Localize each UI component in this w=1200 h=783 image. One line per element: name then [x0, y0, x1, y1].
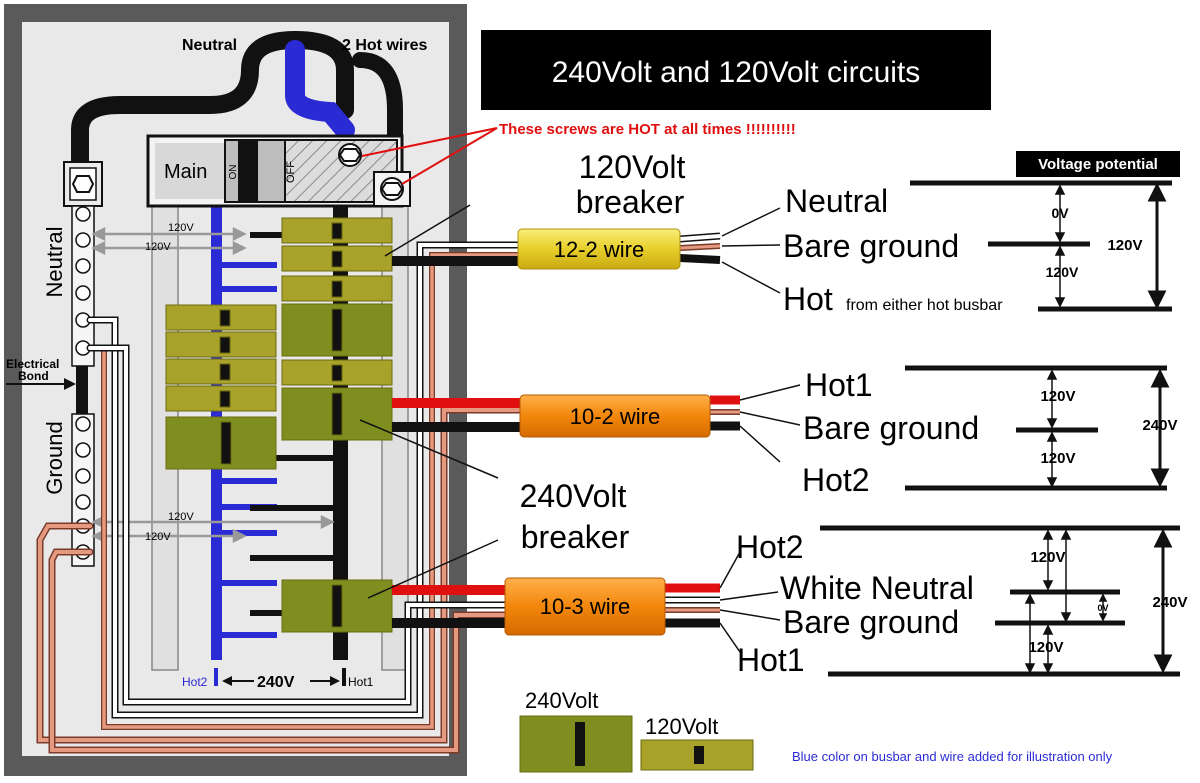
cable-10-2: 10-2 wire — [519, 394, 711, 438]
c1-v120-total: 120V — [1107, 237, 1142, 254]
callout-240v-breaker: 240Volt breaker — [359, 419, 630, 599]
callout-120v-line1: 120Volt — [579, 149, 686, 185]
cable-12-2-label: 12-2 wire — [554, 237, 644, 262]
callout-240v-line1: 240Volt — [520, 478, 627, 514]
cable-10-3-label: 10-3 wire — [540, 594, 630, 619]
neutral-bar: Neutral — [42, 161, 103, 367]
cable-10-2-label: 10-2 wire — [570, 404, 660, 429]
breaker-120v — [281, 275, 393, 302]
c1-v0: 0V — [1051, 205, 1069, 221]
breaker-120v — [165, 304, 277, 331]
voltage-potential-header: Voltage potential — [1038, 156, 1158, 173]
warning-callout: These screws are HOT at all times !!!!!!… — [361, 121, 796, 185]
circuit-12-2-diagram: Neutral Bare ground Hot from either hot … — [721, 151, 1180, 317]
cable-10-3-conductors — [392, 583, 720, 628]
neutral-bar-label: Neutral — [42, 227, 67, 298]
bond-label-2: Bond — [18, 369, 49, 383]
legend-240v-label: 240Volt — [525, 688, 598, 713]
legend-240v-swatch — [519, 715, 633, 773]
breakers-left — [165, 304, 277, 470]
breaker-120v — [281, 359, 393, 386]
c1-hot-label: Hot — [783, 281, 833, 317]
c1-ground-label: Bare ground — [783, 228, 959, 264]
panel-v-c: 120V — [168, 511, 194, 523]
switch-off-label: OFF — [285, 161, 297, 183]
legend-120v-swatch — [640, 739, 754, 771]
cable-10-2-conductors — [392, 395, 740, 432]
c3-ground-label: Bare ground — [783, 604, 959, 640]
circuit-10-2-diagram: Hot1 Bare ground Hot2 120V 120V 240V — [739, 365, 1178, 498]
c2-v120b: 120V — [1040, 450, 1075, 467]
breaker-120v — [281, 217, 393, 244]
c3-v240: 240V — [1152, 594, 1187, 611]
busbar-labels: Hot2 240V Hot1 — [182, 668, 374, 691]
callout-120v-line2: breaker — [576, 184, 685, 220]
bond-label-1: Electrical — [6, 357, 59, 371]
busbar-240v-label: 240V — [257, 674, 295, 691]
hot-wires-top-label: 2 Hot wires — [342, 37, 427, 54]
cable-10-3: 10-3 wire — [504, 577, 666, 636]
neutral-top-label: Neutral — [182, 37, 237, 54]
callout-240v-line2: breaker — [521, 519, 630, 555]
circuit-10-3-diagram: Hot2 White Neutral Bare ground Hot1 120V… — [719, 525, 1188, 678]
c3-v0: 0V — [1097, 603, 1108, 613]
legend-120v-label: 120Volt — [645, 714, 718, 739]
cable-12-2-conductors — [392, 232, 721, 266]
breakers-right — [281, 217, 393, 633]
breaker-120v — [165, 358, 277, 385]
switch-on-label: ON — [228, 165, 239, 180]
title-text: 240Volt and 120Volt circuits — [552, 56, 921, 89]
panel-v-d: 120V — [145, 531, 171, 543]
c2-ground-label: Bare ground — [803, 410, 979, 446]
breaker-240v — [165, 416, 277, 470]
c1-hot-note: from either hot busbar — [846, 297, 1003, 314]
c2-hot1-label: Hot1 — [805, 367, 873, 403]
main-breaker: Main ON OFF — [146, 134, 411, 208]
c1-neutral-label: Neutral — [785, 183, 888, 219]
c1-v120: 120V — [1046, 264, 1079, 280]
c3-hot2-label: Hot2 — [736, 529, 804, 565]
c3-hot1-label: Hot1 — [737, 642, 805, 678]
legend-note: Blue color on busbar and wire added for … — [792, 749, 1113, 764]
breaker-240v — [281, 579, 393, 633]
panel-v-a: 120V — [168, 222, 194, 234]
c2-v240: 240V — [1142, 417, 1177, 434]
legend: 240Volt 120Volt Blue color on busbar and… — [519, 688, 1113, 773]
hot2-busbar-label: Hot2 — [182, 675, 208, 689]
breaker-120v — [165, 331, 277, 358]
breaker-240v — [281, 387, 393, 441]
c2-v120a: 120V — [1040, 388, 1075, 405]
service-entrance-wires — [71, 31, 403, 179]
hot1-busbar-label: Hot1 — [348, 675, 374, 689]
breaker-240v — [281, 303, 393, 357]
c3-v120a: 120V — [1030, 549, 1065, 566]
c3-neutral-label: White Neutral — [780, 570, 974, 606]
electrical-bond: Electrical Bond — [6, 357, 88, 414]
callout-120v-breaker: 120Volt breaker — [384, 149, 686, 257]
breaker-120v — [281, 245, 393, 272]
c3-v120b: 120V — [1028, 639, 1063, 656]
title-banner: 240Volt and 120Volt circuits — [481, 30, 991, 110]
ground-bar-label: Ground — [42, 421, 67, 494]
panel-v-b: 120V — [145, 241, 171, 253]
c2-hot2-label: Hot2 — [802, 462, 870, 498]
warning-text: These screws are HOT at all times !!!!!!… — [499, 121, 796, 138]
panel-voltage-arrows — [91, 226, 335, 544]
panel-internal-wires — [36, 241, 524, 754]
cable-12-2: 12-2 wire — [517, 228, 681, 270]
main-label: Main — [164, 161, 207, 183]
breaker-120v — [165, 385, 277, 412]
